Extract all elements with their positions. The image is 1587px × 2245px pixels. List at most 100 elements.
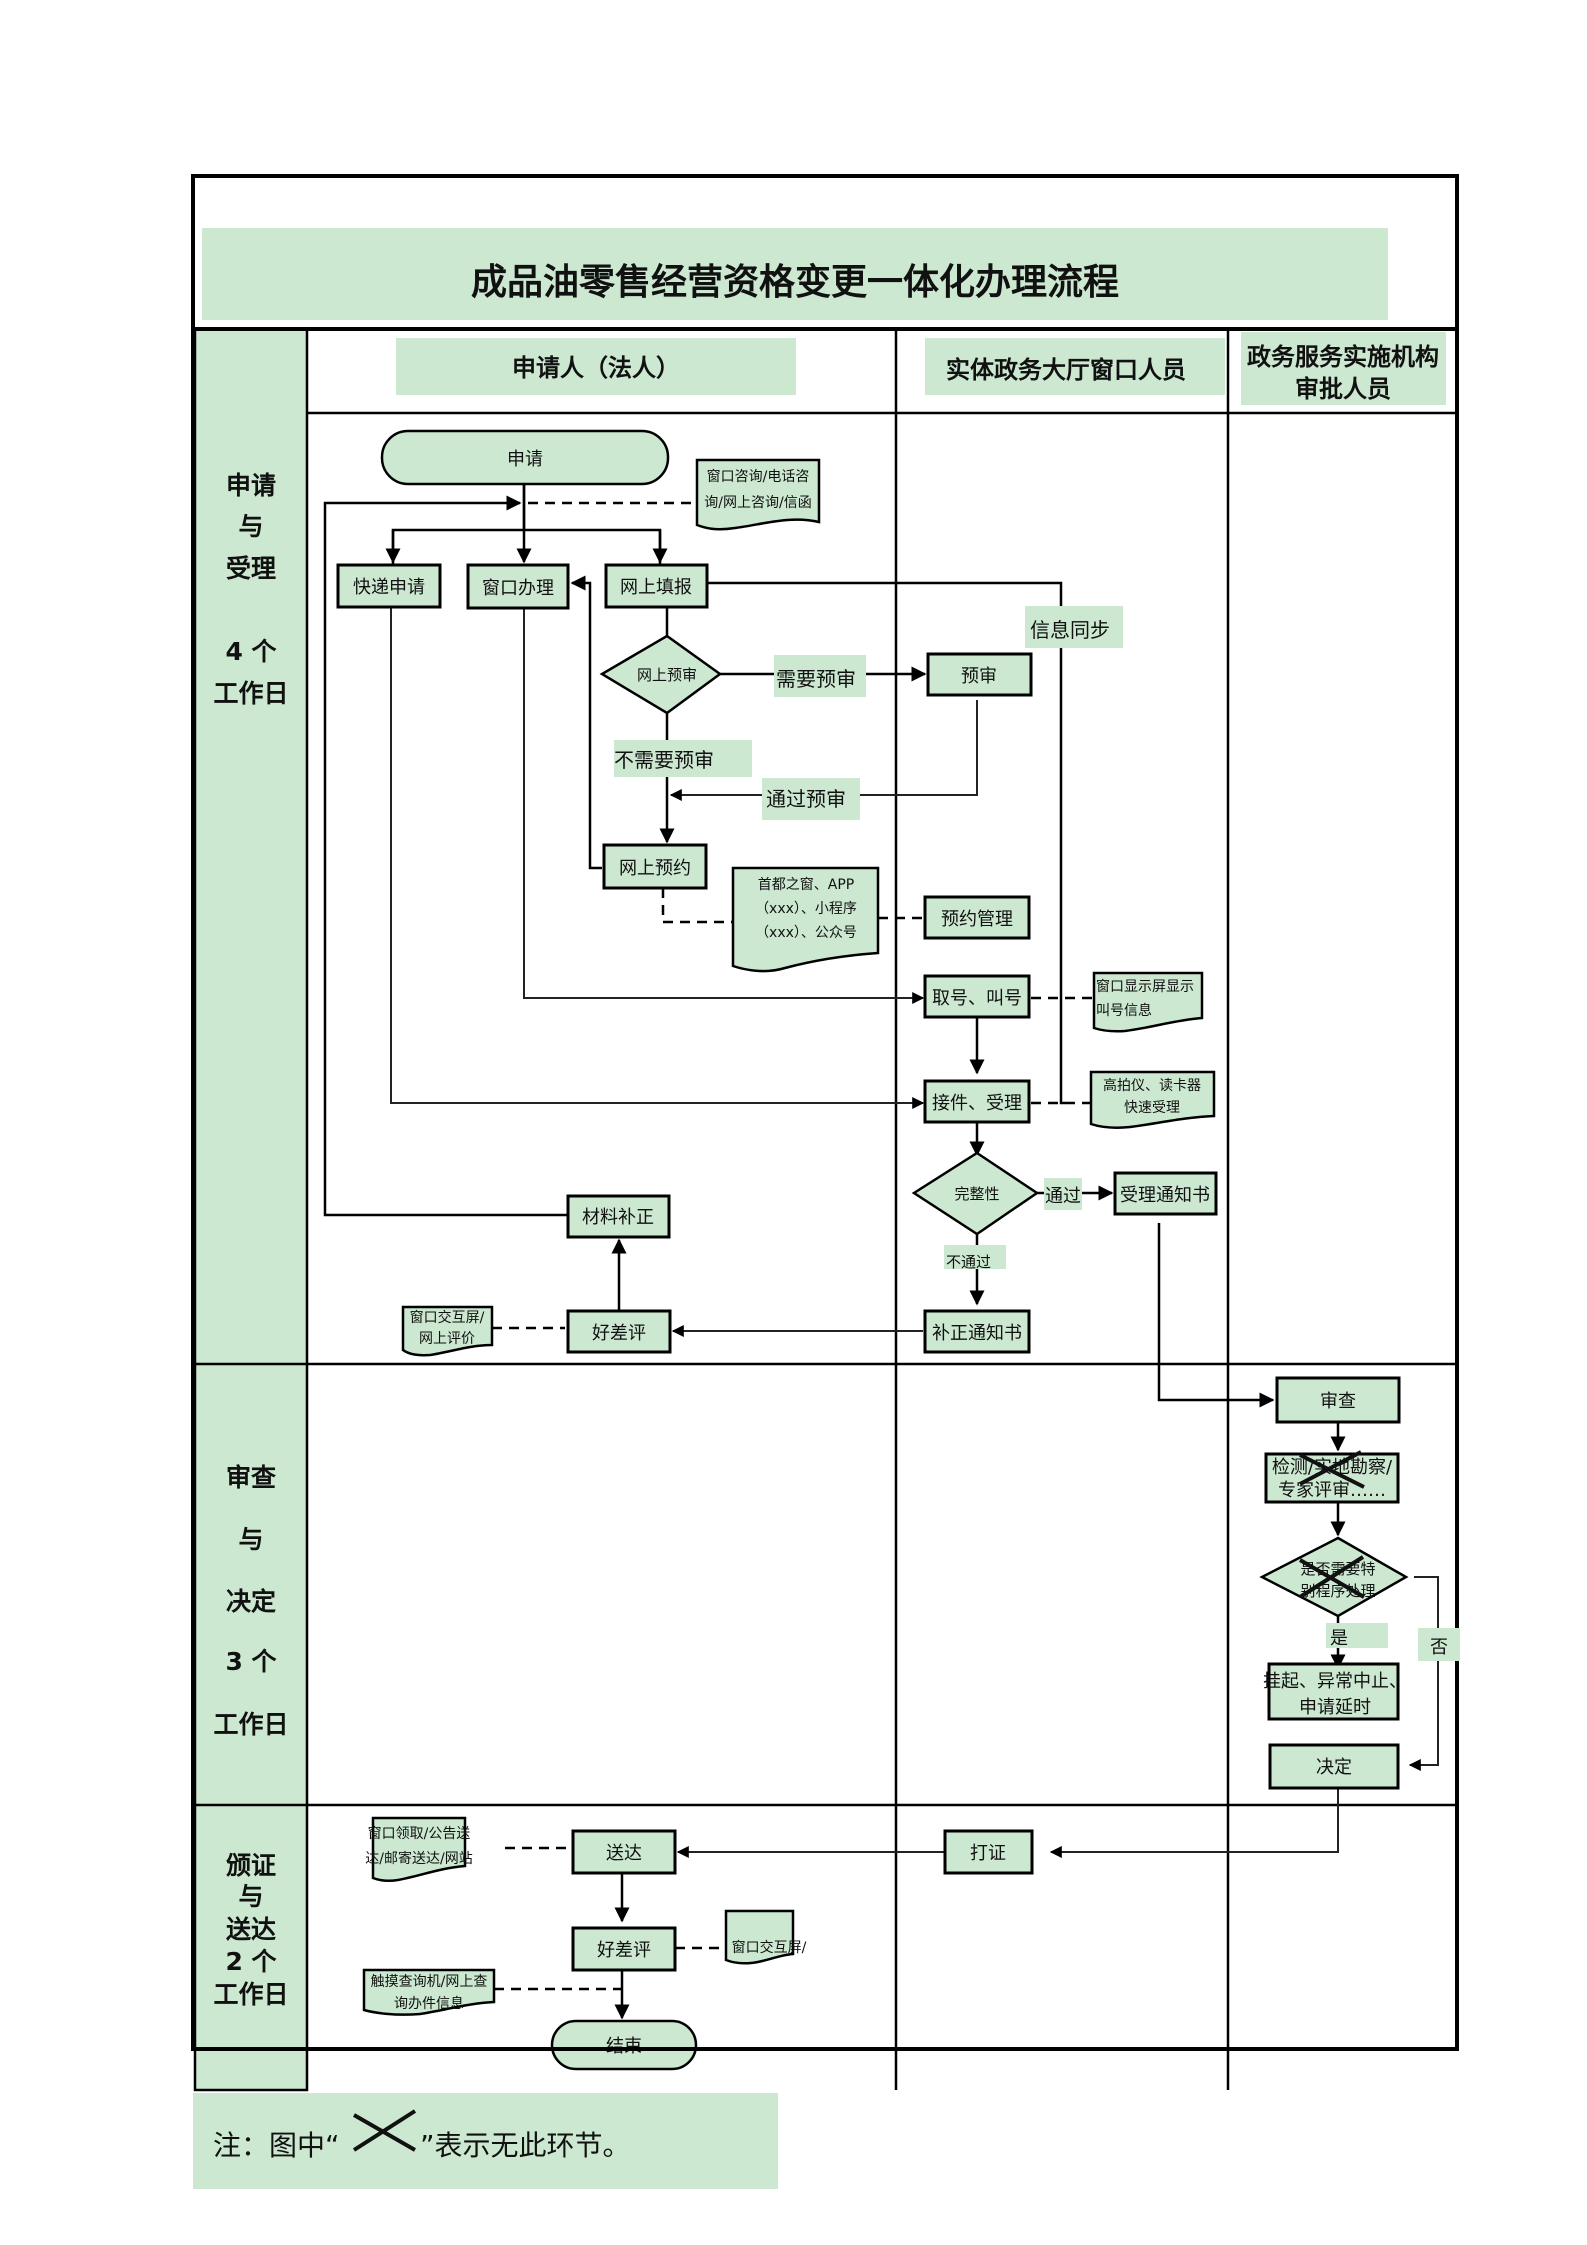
node-label: 完整性 <box>954 1185 999 1203</box>
stage-text: 申请 <box>226 471 276 500</box>
node-deliver[interactable]: 送达 <box>571 1829 677 1875</box>
doc-channels[interactable]: 首都之窗、APP （xxx）、小程序 （xxx）、公众号 <box>731 866 880 973</box>
stage-text: 工作日 <box>213 1980 288 2009</box>
process-shape <box>466 563 570 610</box>
node-suspend[interactable]: 挂起、异常中止、 申请延时 <box>1263 1662 1407 1721</box>
decision-shape <box>599 634 723 715</box>
stage-text: 工作日 <box>213 679 288 708</box>
node-start[interactable]: 申请 <box>380 429 670 486</box>
node-label: 申请 <box>507 449 543 470</box>
label-fail: 不通过 <box>946 1253 991 1271</box>
label-bg <box>1326 1623 1388 1648</box>
header-approver-band <box>1241 332 1446 405</box>
node-label: 打证 <box>970 1843 1006 1864</box>
node-label: 专家评审…… <box>1278 1480 1386 1501</box>
header-applicant: 申请人（法人） <box>512 354 680 382</box>
node-booking-management[interactable]: 预约管理 <box>923 895 1031 940</box>
process-shape <box>1267 1662 1400 1721</box>
node-label: 预审 <box>961 666 997 687</box>
node-receive-accept[interactable]: 接件、受理 <box>923 1079 1031 1124</box>
node-take-number[interactable]: 取号、叫号 <box>923 974 1031 1019</box>
process-shape <box>602 843 708 890</box>
doc-query[interactable]: 触摸查询机/网上查 询办件信息 <box>362 1968 496 2016</box>
note-band <box>193 2093 778 2189</box>
node-online-fill[interactable]: 网上填报 <box>604 563 709 609</box>
stage-label-review: 审查 与 决定 3 个 工作日 <box>213 1463 288 1739</box>
process-shape <box>923 1079 1031 1124</box>
stage-text: 受理 <box>226 554 276 583</box>
edge-notice-to-review <box>1157 1223 1275 1408</box>
stage-text: 送达 <box>226 1915 276 1944</box>
doc-delivery[interactable]: 窗口领取/公告送 达/邮寄送达/网站 <box>365 1816 473 1883</box>
header-window-staff: 实体政务大厅窗口人员 <box>946 356 1186 384</box>
node-rating-1[interactable]: 好差评 <box>566 1309 672 1354</box>
node-material-fix[interactable]: 材料补正 <box>566 1194 671 1239</box>
node-label: 好差评 <box>597 1940 651 1961</box>
header-window-band <box>925 338 1225 395</box>
node-rating-2[interactable]: 好差评 <box>571 1926 677 1972</box>
terminator-shape <box>550 2019 698 2071</box>
stage-column-fill <box>195 329 307 2090</box>
node-label: 挂起、异常中止、 <box>1263 1671 1407 1692</box>
document-shape <box>695 458 821 531</box>
document-shape <box>1089 1070 1216 1129</box>
label-bg <box>1418 1628 1460 1661</box>
node-special-procedure-not-applicable[interactable]: 是否需要特 别程序处理 <box>1259 1536 1409 1618</box>
process-shape <box>571 1829 677 1875</box>
stage-text: 3 个 <box>225 1647 277 1676</box>
doc-scanner[interactable]: 高拍仪、读卡器 快速受理 <box>1089 1070 1216 1129</box>
process-shape <box>604 563 709 609</box>
node-express-apply[interactable]: 快递申请 <box>336 563 442 609</box>
node-completeness-decision[interactable]: 完整性 <box>911 1151 1040 1236</box>
decision-shape <box>911 1151 1040 1236</box>
page-title: 成品油零售经营资格变更一体化办理流程 <box>471 261 1119 303</box>
note-suffix: ”表示无此环节。 <box>420 2129 631 2162</box>
stage-text: 4 个 <box>225 637 277 666</box>
stage-text: 与 <box>238 1525 263 1554</box>
doc-text: 达/邮寄送达/网站 <box>365 1850 472 1867</box>
node-decision[interactable]: 决定 <box>1268 1743 1400 1790</box>
doc-text: 窗口显示屏显示 <box>1096 978 1194 995</box>
node-inspection-not-applicable[interactable]: 检测/实地勘察/ 专家评审…… <box>1264 1450 1400 1504</box>
process-shape <box>1268 1743 1400 1790</box>
doc-text: （xxx）、公众号 <box>755 925 857 941</box>
doc-text: 询办件信息 <box>394 1995 464 2012</box>
edge-window-to-number <box>523 607 925 1004</box>
node-print-certificate[interactable]: 打证 <box>943 1829 1034 1875</box>
edge-info-sync <box>704 581 1065 1105</box>
node-precheck[interactable]: 预审 <box>926 652 1033 697</box>
label-bg <box>1044 1178 1082 1210</box>
node-label: 窗口办理 <box>482 578 554 599</box>
not-applicable-cross-icon <box>1299 1453 1365 1489</box>
node-end[interactable]: 结束 <box>550 2019 698 2071</box>
stage-text: 审查 <box>226 1463 276 1492</box>
label-need-precheck: 需要预审 <box>776 667 856 691</box>
edge-no <box>1408 1576 1439 1771</box>
doc-consult[interactable]: 窗口咨询/电话咨 询/网上咨询/信函 <box>695 458 821 531</box>
label-info-sync: 信息同步 <box>1030 618 1110 642</box>
edge-decision-to-print <box>1049 1788 1339 1858</box>
node-accept-notice[interactable]: 受理通知书 <box>1113 1171 1218 1216</box>
doc-text: 窗口交互屏/ <box>732 1939 807 1956</box>
node-label: 是否需要特 <box>1300 1560 1375 1578</box>
node-online-precheck-decision[interactable]: 网上预审 <box>599 634 723 715</box>
label-yes: 是 <box>1330 1628 1348 1649</box>
node-window-handle[interactable]: 窗口办理 <box>466 563 570 610</box>
node-review[interactable]: 审查 <box>1275 1376 1401 1424</box>
doc-display[interactable]: 窗口显示屏显示 叫号信息 <box>1092 971 1204 1033</box>
header-approver-line2: 审批人员 <box>1295 375 1391 403</box>
stage-text: 工作日 <box>213 1710 288 1739</box>
header-applicant-band <box>396 338 796 395</box>
node-online-booking[interactable]: 网上预约 <box>602 843 708 890</box>
stage-text: 颁证 <box>226 1851 276 1880</box>
doc-text: 高拍仪、读卡器 <box>1103 1077 1201 1094</box>
doc-text: 窗口领取/公告送 <box>368 1825 471 1842</box>
doc-eval-1[interactable]: 窗口交互屏/ 网上评价 <box>401 1305 494 1357</box>
doc-eval-2[interactable]: 窗口交互屏/ <box>724 1909 807 1965</box>
process-shape <box>923 974 1031 1019</box>
process-shape <box>566 1309 672 1354</box>
terminator-shape <box>380 429 670 486</box>
node-correction-notice[interactable]: 补正通知书 <box>923 1309 1031 1354</box>
process-shape <box>923 895 1031 940</box>
stage-text: 与 <box>238 1882 263 1911</box>
